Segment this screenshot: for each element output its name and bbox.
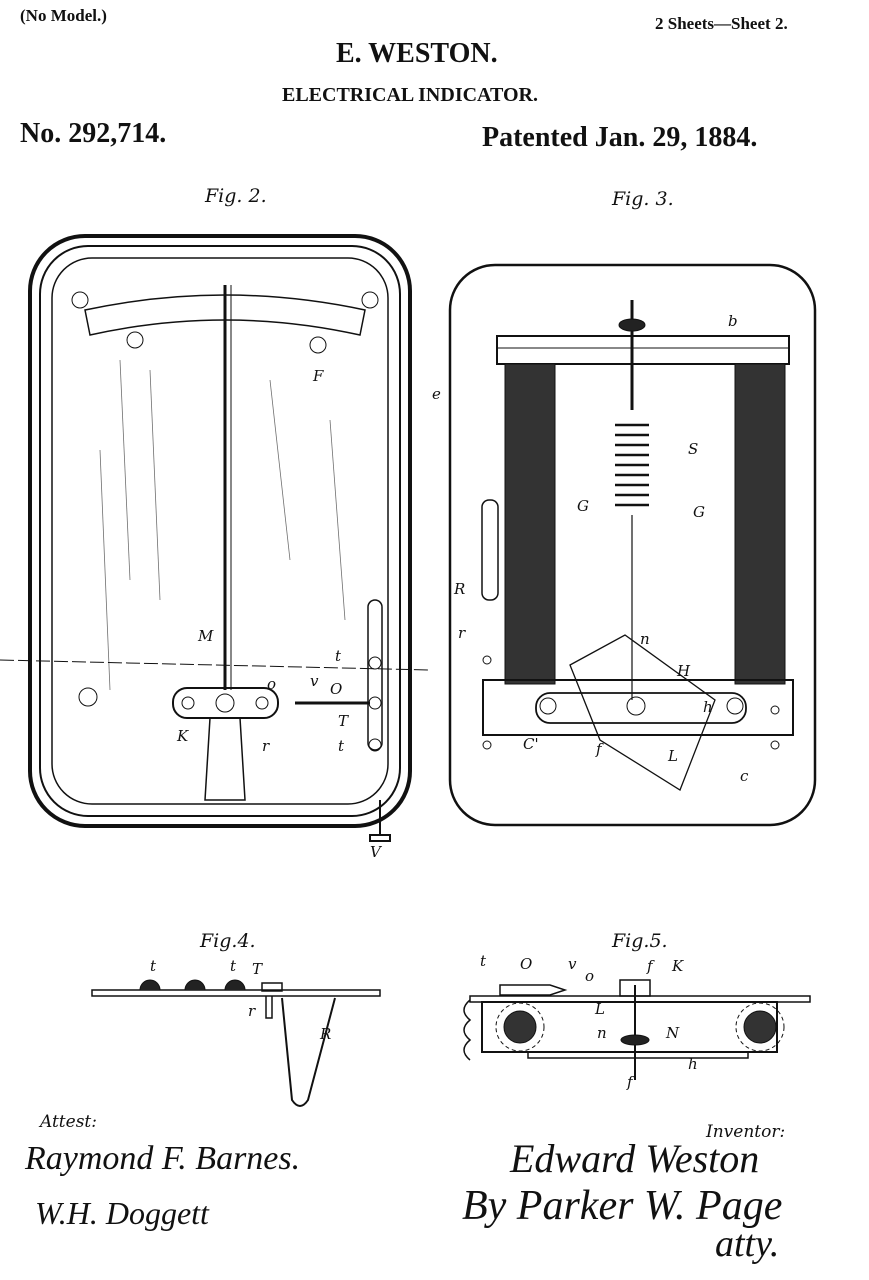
fig2-label: V [370, 843, 381, 861]
attorney-signature: By Parker W. Page [462, 1183, 783, 1229]
fig2-label: F [313, 367, 324, 385]
fig2-label: v [310, 672, 319, 690]
witness-signature-1: Raymond F. Barnes. [25, 1140, 301, 1177]
fig2-label: o [267, 675, 277, 693]
witness-signature-2: W.H. Doggett [35, 1195, 209, 1231]
fig4-drawing [91, 979, 381, 1107]
fig2-label: O [330, 680, 343, 698]
fig5-label: o [585, 967, 595, 985]
fig3-label: f [596, 740, 602, 758]
patent-date: Patented Jan. 29, 1884. [482, 122, 758, 153]
fig2-label: r [262, 737, 270, 755]
fig5-label: f [647, 957, 653, 975]
fig3-label: n [640, 630, 650, 648]
fig4-caption: Fig.4. [200, 930, 256, 952]
fig3-label: h [703, 698, 713, 716]
fig5-label: O [520, 955, 533, 973]
invention-title: ELECTRICAL INDICATOR. [282, 84, 538, 106]
fig5-caption: Fig.5. [612, 930, 668, 952]
fig5-label: n [597, 1024, 607, 1042]
fig3-label: r [458, 624, 466, 642]
fig3-label: c [740, 767, 749, 785]
patent-number: No. 292,714. [20, 118, 167, 149]
fig5-label: L [595, 1000, 605, 1018]
fig5-label: K [672, 957, 684, 975]
fig3-label: G [693, 503, 705, 521]
fig2-label: K [177, 727, 189, 745]
fig4-label: t [150, 957, 157, 975]
fig2-caption: Fig. 2. [205, 185, 267, 207]
model-note: (No Model.) [20, 6, 107, 25]
fig3-caption: Fig. 3. [612, 188, 674, 210]
inventor-heading: E. WESTON. [336, 38, 498, 69]
attorney-suffix: atty. [715, 1223, 780, 1265]
fig2-label: e [432, 385, 441, 403]
fig4-label: T [252, 960, 263, 978]
fig4-label: t [230, 957, 237, 975]
fig3-label: L [668, 747, 678, 765]
fig4-label: r [248, 1002, 256, 1020]
fig5-label: t [480, 952, 487, 970]
inventor-signature: Edward Weston [510, 1136, 760, 1181]
inventor-label: Inventor: [706, 1122, 786, 1142]
fig3-label: G [577, 497, 589, 515]
fig3-label: R [454, 580, 466, 598]
sheet-note: 2 Sheets—Sheet 2. [655, 14, 788, 33]
fig5-label: N [666, 1024, 680, 1042]
fig2-label: T [338, 712, 349, 730]
fig5-label: v [568, 955, 577, 973]
fig3-drawing [448, 263, 817, 827]
fig2-drawing [0, 234, 431, 842]
fig4-label: R [320, 1025, 332, 1043]
fig3-label: C' [523, 735, 539, 753]
fig3-label: S [688, 440, 699, 458]
fig2-label: t [338, 737, 345, 755]
fig5-label: f [627, 1073, 633, 1091]
fig5-drawing [463, 979, 811, 1080]
fig5-label: h [688, 1055, 698, 1073]
fig2-label: t [335, 647, 342, 665]
fig3-label: H [677, 662, 691, 680]
fig2-label: M [198, 627, 214, 645]
fig3-label: b [728, 312, 738, 330]
attest-label: Attest: [40, 1112, 97, 1132]
